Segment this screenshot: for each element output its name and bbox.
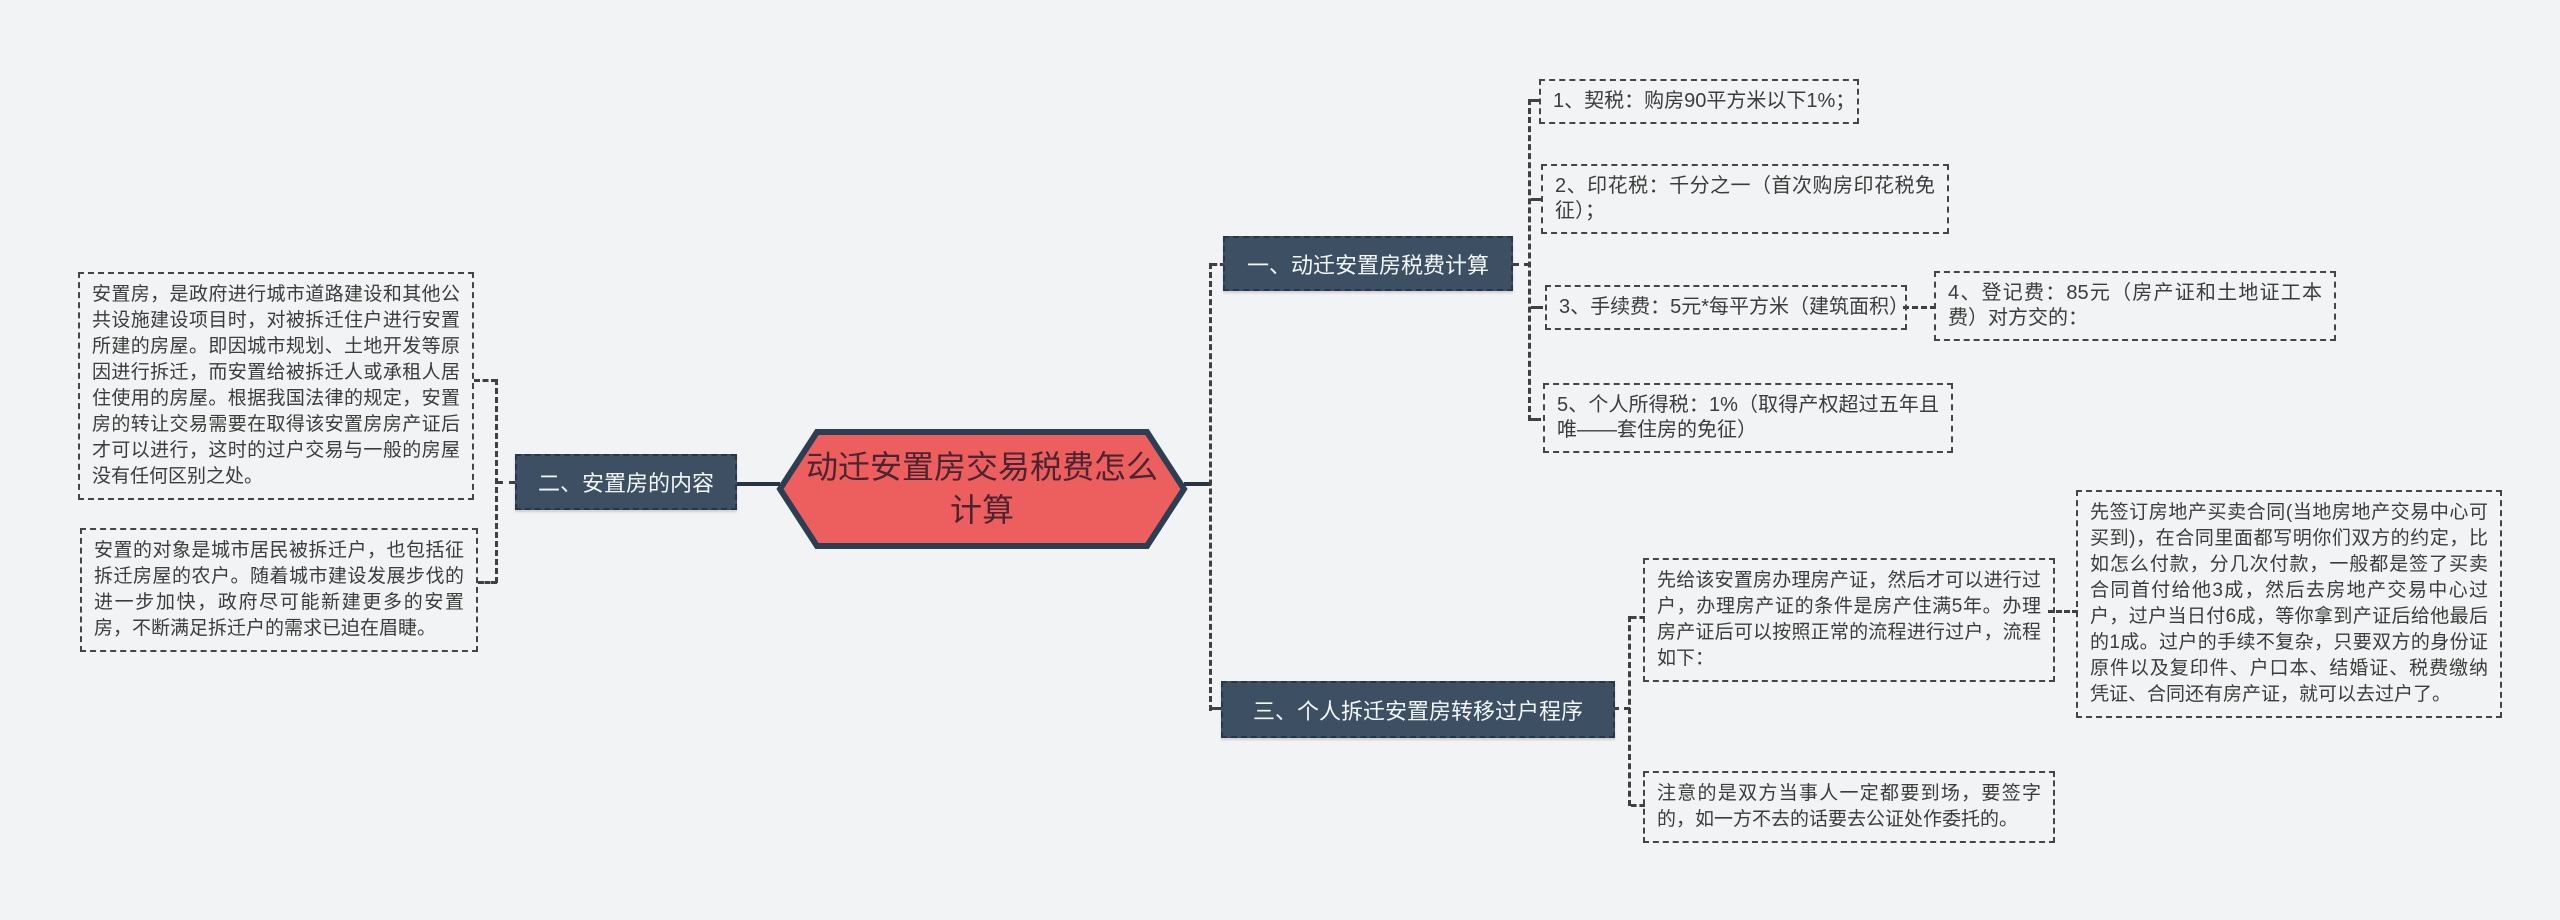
connector-proc2-stub: [1631, 804, 1645, 807]
note-text: 先给该安置房办理房产证，然后才可以进行过户，办理房产证的条件是房产住满5年。办理…: [1657, 570, 2041, 669]
connector-proc-detail-stub: [2048, 610, 2078, 613]
hexagon-shape: [776, 429, 1188, 549]
connector-tax3-stub: [1531, 306, 1543, 309]
connector-tax2-stub: [1531, 198, 1541, 201]
connector-branch1-right-stub: [1513, 263, 1530, 266]
connector-right-trunk: [1209, 263, 1212, 711]
branch-node-tax-calc[interactable]: 一、动迁安置房税费计算: [1223, 236, 1513, 291]
connector-branch1-left-stub: [1212, 263, 1225, 266]
note-tax-stamp[interactable]: 2、印花税：千分之一（首次购房印花税免征）；: [1541, 164, 1949, 234]
note-house-definition[interactable]: 安置房，是政府进行城市道路建设和其他公共设施建设项目时，对被拆迁住户进行安置所建…: [78, 272, 474, 500]
note-text: 1、契税：购房90平方米以下1%；: [1553, 90, 1856, 112]
note-procedure-detail[interactable]: 先签订房地产买卖合同(当地房地产交易中心可买到)，在合同里面都写明你们双方的约定…: [2076, 490, 2502, 718]
note-text: 先签订房地产买卖合同(当地房地产交易中心可买到)，在合同里面都写明你们双方的约定…: [2090, 502, 2488, 705]
note-tax-service-fee[interactable]: 3、手续费：5元*每平方米（建筑面积）: [1545, 285, 1910, 330]
note-procedure-certificate[interactable]: 先给该安置房办理房产证，然后才可以进行过户，办理房产证的条件是房产住满5年。办理…: [1643, 558, 2055, 682]
connector-branch3-left-stub: [1212, 707, 1223, 710]
note-text: 3、手续费：5元*每平方米（建筑面积）: [1559, 296, 1910, 318]
connector-tax-trunk: [1528, 99, 1531, 421]
central-topic-label: 动迁安置房交易税费怎么计算: [805, 449, 1158, 528]
branch-label: 一、动迁安置房税费计算: [1246, 252, 1489, 278]
note-text: 5、个人所得税：1%（取得产权超过五年且唯——套住房的免征）: [1557, 394, 1939, 441]
connector-branch2-stub: [497, 481, 515, 484]
connector-branch2-center: [735, 482, 780, 486]
note-procedure-attendance[interactable]: 注意的是双方当事人一定都要到场，要签字的，如一方不去的话要去公证处作委托的。: [1643, 771, 2055, 843]
note-tax-registration-fee[interactable]: 4、登记费：85元（房产证和土地证工本费）对方交的：: [1934, 271, 2336, 341]
connector-left-trunk: [495, 379, 498, 583]
connector-center-right: [1184, 482, 1211, 486]
connector-proc-trunk: [1628, 616, 1631, 806]
connector-note1-stub: [474, 379, 497, 382]
note-text: 注意的是双方当事人一定都要到场，要签字的，如一方不去的话要去公证处作委托的。: [1657, 783, 2041, 830]
connector-proc1-stub: [1631, 616, 1645, 619]
note-tax-deed[interactable]: 1、契税：购房90平方米以下1%；: [1539, 79, 1859, 124]
note-text: 2、印花税：千分之一（首次购房印花税免征）；: [1555, 175, 1935, 222]
branch-label: 二、安置房的内容: [537, 471, 714, 496]
branch-node-transfer-procedure[interactable]: 三、个人拆迁安置房转移过户程序: [1221, 681, 1615, 738]
branch-node-contents[interactable]: 二、安置房的内容: [515, 454, 737, 510]
connector-tax1-stub: [1531, 99, 1541, 102]
connector-note2-stub: [478, 581, 497, 584]
note-text: 安置房，是政府进行城市道路建设和其他公共设施建设项目时，对被拆迁住户进行安置所建…: [92, 284, 460, 487]
connector-tax5-stub: [1531, 418, 1541, 421]
connector-branch3-right-stub: [1613, 707, 1630, 710]
branch-label: 三、个人拆迁安置房转移过户程序: [1252, 698, 1583, 724]
note-tax-income[interactable]: 5、个人所得税：1%（取得产权超过五年且唯——套住房的免征）: [1543, 383, 1953, 453]
note-text: 安置的对象是城市居民被拆迁户，也包括征拆迁房屋的农户。随着城市建设发展步伐的进一…: [94, 540, 464, 639]
note-text: 4、登记费：85元（房产证和土地证工本费）对方交的：: [1948, 282, 2322, 329]
note-house-targets[interactable]: 安置的对象是城市居民被拆迁户，也包括征拆迁房屋的农户。随着城市建设发展步伐的进一…: [80, 528, 478, 652]
connector-tax4-stub: [1903, 306, 1936, 309]
central-topic[interactable]: 动迁安置房交易税费怎么计算: [776, 428, 1188, 550]
